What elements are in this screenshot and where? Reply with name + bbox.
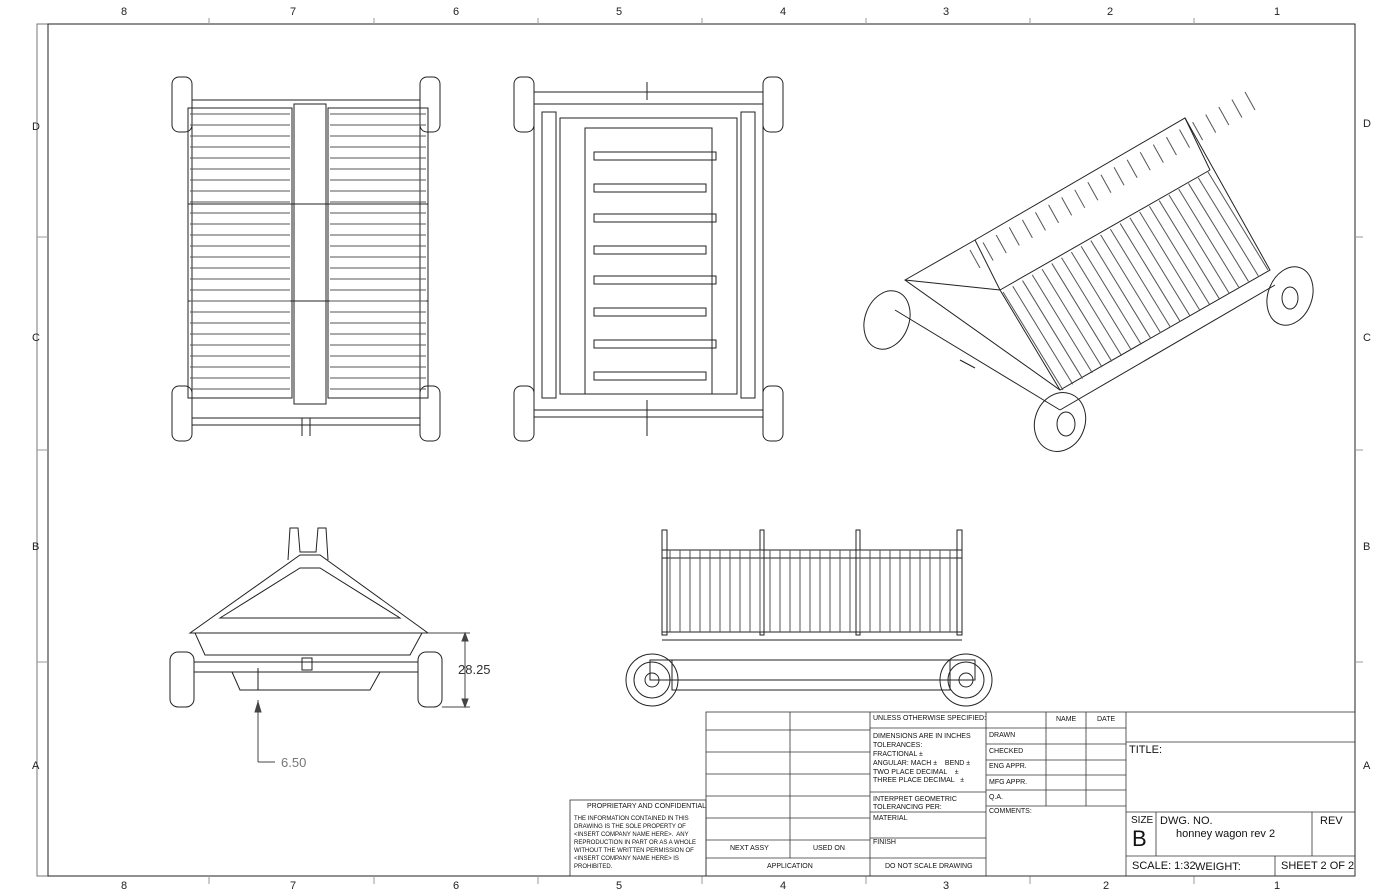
size-value: B — [1132, 826, 1147, 851]
interpret-line-1: INTERPRET GEOMETRIC — [873, 796, 957, 803]
comments-label: COMMENTS: — [989, 808, 1032, 815]
rev-label: REV — [1320, 815, 1343, 827]
zone-col-bottom-1: 1 — [1274, 880, 1281, 892]
application-label: APPLICATION — [767, 863, 813, 870]
dimension-lines — [254, 631, 470, 763]
zone-row-right-A: A — [1363, 760, 1371, 772]
size-label: SIZE — [1131, 815, 1154, 826]
dims-line-1: DIMENSIONS ARE IN INCHES — [873, 733, 971, 740]
dims-line-2: TOLERANCES: — [873, 742, 923, 749]
zone-col-bottom-7: 7 — [290, 880, 297, 892]
isometric-view — [863, 91, 1314, 452]
zone-row-right-D: D — [1363, 118, 1371, 130]
side-view — [625, 529, 993, 707]
unless-specified: UNLESS OTHERWISE SPECIFIED: — [873, 715, 987, 722]
zone-col-top-1: 1 — [1274, 6, 1281, 18]
dimension-height: 28.25 — [458, 662, 491, 677]
bottom-view-center — [513, 76, 784, 442]
dwg-no-label: DWG. NO. — [1160, 815, 1213, 827]
zone-col-bottom-3: 3 — [943, 880, 950, 892]
finish-label: FINISH — [873, 839, 896, 846]
top-view-left — [171, 76, 441, 442]
next-assy-label: NEXT ASSY — [730, 845, 769, 852]
scale-label: SCALE: 1:32 — [1132, 860, 1196, 872]
zone-row-right-B: B — [1363, 541, 1371, 553]
zone-row-left-B: B — [32, 541, 40, 553]
checked-label: CHECKED — [989, 748, 1024, 755]
zone-col-top-2: 2 — [1107, 6, 1114, 18]
zone-row-left-A: A — [32, 760, 40, 772]
col-name: NAME — [1056, 716, 1077, 723]
zone-col-bottom-5: 5 — [616, 880, 623, 892]
dwg-no-value: honney wagon rev 2 — [1176, 828, 1276, 840]
proprietary-body: THE INFORMATION CONTAINED IN THIS DRAWIN… — [574, 816, 697, 870]
title-label: TITLE: — [1129, 744, 1163, 756]
zone-col-bottom-6: 6 — [453, 880, 460, 892]
end-view — [169, 527, 443, 708]
material-label: MATERIAL — [873, 815, 908, 822]
eng-appr-label: ENG APPR. — [989, 763, 1027, 770]
zone-row-left-C: C — [32, 332, 40, 344]
weight-label: WEIGHT: — [1195, 861, 1241, 873]
dimension-offset: 6.50 — [281, 755, 307, 770]
dims-line-3: FRACTIONAL ± — [873, 751, 923, 758]
drawn-label: DRAWN — [989, 732, 1016, 739]
zone-col-top-7: 7 — [290, 6, 297, 18]
col-date: DATE — [1097, 716, 1116, 723]
dims-line-6: THREE PLACE DECIMAL ± — [873, 777, 965, 784]
zone-col-top-5: 5 — [616, 6, 623, 18]
zone-col-top-8: 8 — [121, 6, 128, 18]
zone-col-bottom-8: 8 — [121, 880, 128, 892]
interpret-line-2: TOLERANCING PER: — [873, 804, 942, 811]
sheet-label: SHEET 2 OF 2 — [1281, 860, 1355, 872]
zone-col-top-6: 6 — [453, 6, 460, 18]
zone-col-top-3: 3 — [943, 6, 950, 18]
title-block-grid — [569, 711, 1356, 877]
dims-line-5: TWO PLACE DECIMAL ± — [873, 769, 959, 776]
qa-label: Q.A. — [989, 794, 1004, 801]
dims-line-4: ANGULAR: MACH ± BEND ± — [873, 760, 971, 767]
used-on-label: USED ON — [813, 845, 845, 852]
zone-col-bottom-4: 4 — [780, 880, 787, 892]
proprietary-title: PROPRIETARY AND CONFIDENTIAL — [587, 803, 707, 810]
zone-col-top-4: 4 — [780, 6, 787, 18]
mfg-appr-label: MFG APPR. — [989, 779, 1028, 786]
zone-row-right-C: C — [1363, 332, 1371, 344]
zone-col-bottom-2: 2 — [1103, 880, 1110, 892]
zone-ticks — [37, 18, 1363, 884]
do-not-scale: DO NOT SCALE DRAWING — [885, 863, 973, 870]
zone-row-left-D: D — [32, 121, 40, 133]
